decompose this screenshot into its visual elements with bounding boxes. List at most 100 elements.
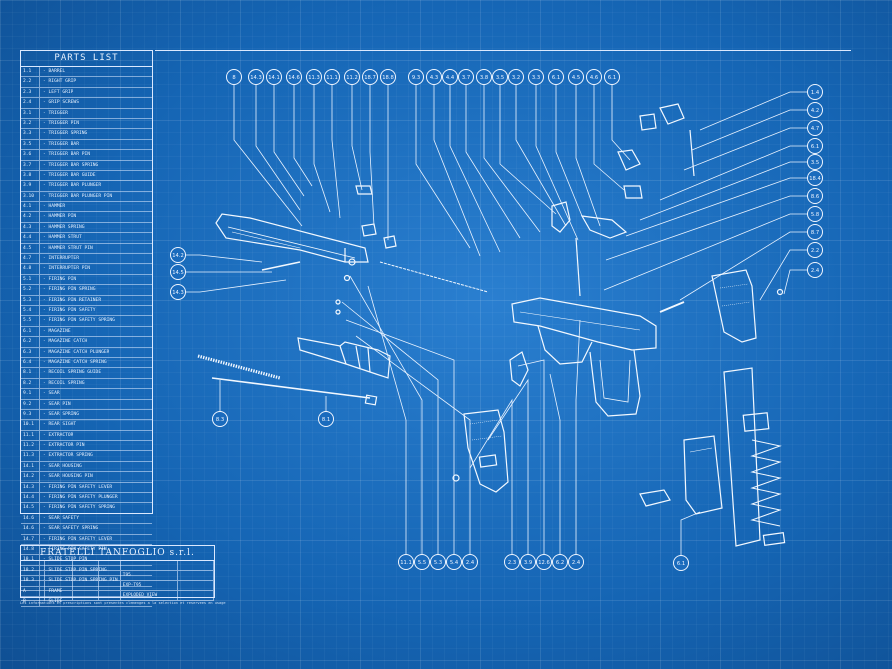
part-name: - MAGAZINE CATCH SPRING <box>43 359 107 365</box>
callout-top: 18.7 <box>362 69 378 85</box>
parts-list-row: 3.3- TRIGGER SPRING <box>21 129 152 140</box>
parts-list-row: 14.1- SEAR HOUSING <box>21 461 152 473</box>
parts-list-row: 3.1- TRIGGER <box>21 108 152 119</box>
parts-list-row: 11.1- EXTRACTOR <box>21 430 152 442</box>
recoil-guide-part <box>211 377 378 406</box>
callout-bottom: 6.2 <box>552 554 568 570</box>
leader-line <box>293 84 313 187</box>
parts-list-row: 5.4- FIRING PIN SAFETY <box>21 305 152 317</box>
slide-part <box>215 213 369 263</box>
leader-line <box>680 511 701 556</box>
leader-line <box>659 145 808 201</box>
part-name: - FIRING PIN SAFETY SPRING <box>43 318 115 324</box>
part-number: 8.2 <box>21 378 40 389</box>
callout-label: 6.1 <box>811 144 819 150</box>
leader-line <box>517 359 545 554</box>
leader-line <box>759 249 808 301</box>
callout-label: 3.9 <box>524 560 532 566</box>
part-number: 3.2 <box>21 118 40 129</box>
callout-label: 14.3 <box>250 75 262 81</box>
callout-top: 14.1 <box>266 69 282 85</box>
callout-label: 11.3 <box>308 75 320 81</box>
part-name: - LEFT GRIP <box>43 89 74 95</box>
part-name: - SLIDE <box>43 598 63 604</box>
parts-list-row: 14.8- FIRING PIN SAFETY PIN <box>21 544 152 556</box>
part-number: 2.4 <box>21 98 40 108</box>
parts-list-row: 14.6- SEAR SAFETY <box>21 513 152 525</box>
callout-label: 14.2 <box>172 253 184 259</box>
parts-list-row: 4.2- HAMMER PIN <box>21 212 152 223</box>
company-name: FRATELLI TANFOGLIO s.r.l. <box>21 546 214 561</box>
part-number: 14.1 <box>21 461 40 472</box>
leader-line <box>575 319 581 554</box>
part-name: - FIRING PIN RETAINER <box>43 297 102 303</box>
part-number: 6.3 <box>21 347 40 357</box>
parts-list-row: 14.2- SEAR HOUSING PIN <box>21 472 152 483</box>
barrel-part <box>297 337 391 379</box>
callout-label: 1.4 <box>811 90 820 96</box>
parts-list-row: 5.5- FIRING PIN SAFETY SPRING <box>21 316 152 327</box>
parts-list-row: 9.3- SEAR SPRING <box>21 409 152 421</box>
parts-list-row: 3.8- TRIGGER BAR GUIDE <box>21 170 152 182</box>
part-number: 4.7 <box>21 254 40 264</box>
callout-top: 18.8 <box>380 69 396 85</box>
part-number: 10.1 <box>21 420 40 430</box>
parts-list-row: 14.5- FIRING PIN SAFETY SPRING <box>21 503 152 514</box>
title-block-cell <box>99 571 121 580</box>
leader-line <box>625 177 808 237</box>
leader-line <box>535 84 579 241</box>
part-name: - TRIGGER <box>43 110 68 116</box>
callout-label: 6.1 <box>677 561 685 567</box>
part-number: 14.6 <box>21 513 40 524</box>
part-number: 3.1 <box>21 108 40 118</box>
callout-left: 14.3 <box>170 284 186 300</box>
part-number: 14.3 <box>21 482 40 492</box>
callout-bottom: 2.4 <box>462 554 478 570</box>
callout-magazine: 6.1 <box>673 555 689 571</box>
part-number: 14.6 <box>21 524 40 534</box>
callout-label: 2.4 <box>572 560 581 566</box>
parts-list-row: 14.7- FIRING PIN SAFETY LEVER <box>21 534 152 545</box>
parts-list-row: 5.2- FIRING PIN SPRING <box>21 285 152 296</box>
part-name: - SEAR <box>43 391 60 397</box>
part-name: - FIRING PIN SAFETY <box>43 307 96 313</box>
callout-label: 11.1 <box>400 560 412 566</box>
callout-top: 11.1 <box>324 69 340 85</box>
callout-right: 8.6 <box>807 188 823 204</box>
callout-label: 4.2 <box>811 108 819 114</box>
callout-top: 4.3 <box>426 69 442 85</box>
part-name: - SEAR SAFETY <box>43 515 79 521</box>
parts-list-title: PARTS LIST <box>21 51 152 67</box>
callout-label: 18.4 <box>809 176 821 182</box>
callout-label: 3.5 <box>811 160 819 166</box>
parts-list-row: B- SLIDE <box>21 596 152 608</box>
parts-list-row: 4.5- HAMMER STRUT PIN <box>21 243 152 255</box>
part-number: 14.7 <box>21 534 40 544</box>
callout-label: 5.5 <box>418 560 426 566</box>
parts-list-row: 2.2- RIGHT GRIP <box>21 77 152 88</box>
title-block-row: EXP-T95 <box>21 581 214 591</box>
parts-list-row: 4.3- HAMMER SPRING <box>21 222 152 234</box>
parts-list-row: 5.1- FIRING PIN <box>21 274 152 286</box>
leader-line <box>465 84 521 239</box>
title-block-cell <box>21 561 45 570</box>
part-number: 2.3 <box>21 87 40 98</box>
part-name: - HAMMER STRUT <box>43 235 82 241</box>
leader-line <box>691 109 808 151</box>
part-number: 9.1 <box>21 389 40 399</box>
title-block-cell <box>45 571 74 580</box>
part-number: 14.8 <box>21 544 40 555</box>
callout-label: 8 <box>232 75 235 81</box>
leader-line <box>783 269 808 295</box>
part-number: 5.1 <box>21 274 40 285</box>
part-number: 11.1 <box>21 430 40 441</box>
callout-label: 4.3 <box>430 75 438 81</box>
part-number: 4.2 <box>21 212 40 222</box>
callout-top: 4.5 <box>568 69 584 85</box>
part-name: - TRIGGER BAR GUIDE <box>43 172 96 178</box>
parts-list-row: 11.3- EXTRACTOR SPRING <box>21 451 152 462</box>
